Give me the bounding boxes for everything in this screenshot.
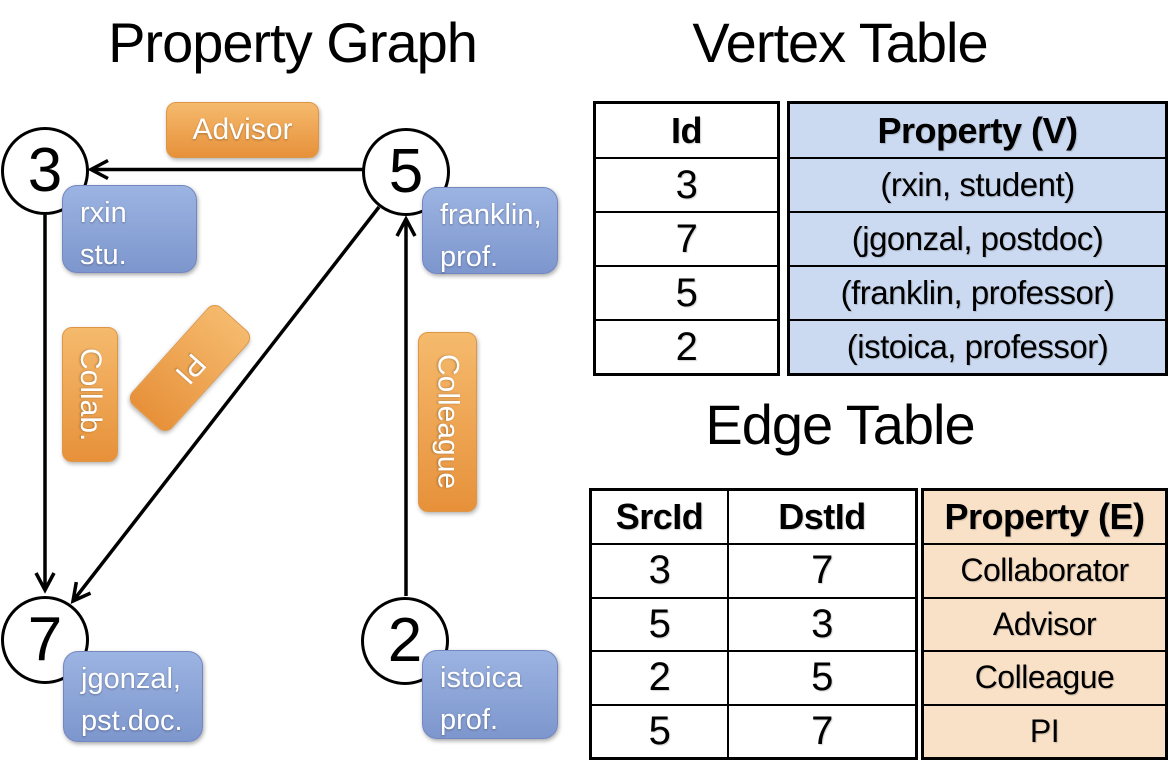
edge-pi-5-to-7	[70, 205, 381, 604]
edge-table-cell: 7	[727, 703, 915, 757]
edge-table-header-property: Property (E)	[924, 491, 1165, 543]
vertex-table-header-id: Id	[671, 109, 703, 151]
edge-table-cell: 3	[727, 596, 915, 650]
vertex-table-title: Vertex Table	[692, 11, 988, 74]
vertex-table-cell: (istoica, professor)	[790, 319, 1165, 373]
edge-label-colleague: Colleague	[418, 332, 477, 512]
vertex-property-line: stu.	[80, 239, 127, 272]
vertex-property-label-franklin: franklin, prof.	[422, 187, 558, 274]
vertex-property-line: franklin,	[440, 199, 542, 231]
edge-table-property-column: Property (E) Collaborator Advisor Collea…	[921, 488, 1168, 760]
edge-table-cell: PI	[924, 703, 1165, 757]
vertex-table-cell: 2	[596, 319, 777, 373]
edge-table-cell: Colleague	[924, 650, 1165, 704]
vertex-property-line: jgonzal,	[81, 663, 181, 695]
graph-node-5: 5	[362, 128, 450, 216]
edge-label-text: PI	[168, 346, 213, 390]
edge-table-cell: 5	[592, 596, 727, 651]
vertex-table-cell: (franklin, professor)	[790, 265, 1165, 319]
edge-label-collab: Collab.	[62, 327, 118, 462]
edge-table-cell: 5	[727, 650, 915, 704]
vertex-property-label-istoica: istoica prof.	[422, 650, 558, 739]
edge-label-text: Colleague	[431, 354, 465, 490]
node-3-id: 3	[27, 136, 63, 205]
vertex-table-cell: 5	[596, 265, 777, 319]
property-graph-panel: Property Graph 3 5 7 2 rxin stu. frankli…	[1, 11, 558, 742]
edge-table-header-dstid: DstId	[727, 491, 915, 543]
node-2-id: 2	[387, 606, 423, 675]
vertex-table-header-property: Property (V)	[790, 104, 1165, 157]
vertex-property-line: prof.	[440, 241, 499, 274]
property-graph-title: Property Graph	[108, 11, 478, 74]
edge-label-advisor: Advisor	[166, 102, 319, 158]
vertex-table-cell: (rxin, student)	[790, 157, 1165, 211]
vertex-property-label-jgonzal: jgonzal, pst.doc.	[63, 651, 203, 742]
edge-table-cell: Advisor	[924, 596, 1165, 650]
vertex-property-line: rxin	[80, 197, 127, 229]
edge-table-cell: 2	[592, 650, 727, 704]
edge-table-header-srcid: SrcId	[615, 496, 704, 537]
edge-table-id-columns: SrcId DstId 3 7 5 3 2 5 5 7	[589, 488, 918, 760]
edge-label-text: Collab.	[74, 347, 107, 442]
node-7-id: 7	[27, 605, 63, 674]
edge-table-cell: 7	[727, 543, 915, 597]
vertex-property-line: istoica	[440, 662, 523, 694]
node-5-id: 5	[388, 137, 424, 206]
edge-table-cell: Collaborator	[924, 543, 1165, 597]
edge-table-cell: 5	[592, 703, 727, 758]
edge-table-title: Edge Table	[705, 393, 975, 456]
vertex-table-cell: 3	[596, 157, 777, 211]
vertex-table-property-column: Property (V) (rxin, student) (jgonzal, p…	[787, 101, 1168, 376]
graph-edges-canvas	[34, 158, 417, 604]
vertex-table-cell: 7	[596, 211, 777, 265]
vertex-property-label-rxin: rxin stu.	[62, 185, 197, 273]
vertex-table-cell: (jgonzal, postdoc)	[790, 211, 1165, 265]
edge-table-cell: 3	[592, 543, 727, 597]
vertex-property-line: prof.	[440, 704, 499, 737]
graph-node-2: 2	[361, 597, 449, 685]
vertex-property-line: pst.doc.	[81, 705, 183, 738]
edge-label-text: Advisor	[192, 113, 293, 146]
vertex-table-id-column: Id 3 7 5 2	[593, 101, 780, 376]
